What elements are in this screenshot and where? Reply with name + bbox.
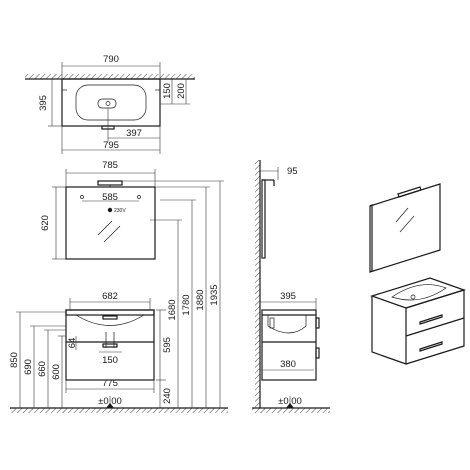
dim-600: 600 xyxy=(51,364,62,380)
dim-690: 690 xyxy=(23,359,34,375)
side-wall-hatch xyxy=(255,160,260,408)
iso-handle-bottom xyxy=(419,341,443,352)
floor-level-front: ±0.00 xyxy=(98,396,122,407)
side-view: 95 395 380 ±0.00 xyxy=(252,160,330,413)
dim-620: 620 xyxy=(40,215,51,231)
floor-hatch-front xyxy=(10,408,228,413)
cabinet xyxy=(65,309,155,381)
top-wall-hatch xyxy=(25,74,195,79)
side-cabinet xyxy=(261,309,317,381)
dim-1680: 1680 xyxy=(167,299,178,320)
side-basin xyxy=(267,315,307,334)
top-basin-bowl xyxy=(75,84,147,121)
dim-200-top: 200 xyxy=(176,83,187,99)
top-basin-outline xyxy=(61,78,161,127)
cabinet-lower-handle xyxy=(102,343,118,348)
mirror-lamp xyxy=(97,180,123,186)
dim-380: 380 xyxy=(280,359,296,370)
power-point-icon xyxy=(107,207,113,213)
iso-mirror xyxy=(369,183,441,273)
dim-64: 64 xyxy=(67,338,78,349)
dim-395-top: 395 xyxy=(38,95,49,111)
dim-850: 850 xyxy=(9,352,20,368)
dim-785: 785 xyxy=(102,160,118,171)
dim-1880: 1880 xyxy=(195,289,206,310)
dim-1935: 1935 xyxy=(209,284,220,305)
iso-top xyxy=(370,277,466,309)
iso-cabinet xyxy=(370,277,466,365)
top-drain-hole xyxy=(105,101,111,106)
dim-682: 682 xyxy=(102,291,118,302)
mirror-power-label: 230V xyxy=(114,208,126,214)
top-view: 790 395 150 200 397 795 xyxy=(25,54,195,154)
cabinet-top xyxy=(65,309,155,316)
basin-bowl-front xyxy=(75,314,145,326)
mirror xyxy=(65,186,156,260)
dim-585: 585 xyxy=(102,192,118,203)
side-mirror xyxy=(261,179,266,259)
dim-240: 240 xyxy=(162,388,173,404)
top-drain xyxy=(97,98,117,109)
dim-150-top: 150 xyxy=(162,83,173,99)
front-view: 230V 785 585 620 682 64 150 xyxy=(9,160,228,413)
iso-basin xyxy=(391,284,447,301)
dim-1780: 1780 xyxy=(181,294,192,315)
dim-95: 95 xyxy=(287,166,298,177)
dim-795: 795 xyxy=(103,140,119,151)
dim-397: 397 xyxy=(126,128,142,139)
floor-level-side: ±0.00 xyxy=(278,396,302,407)
iso-mirror-lamp xyxy=(397,186,422,198)
cabinet-top-handle xyxy=(102,315,118,320)
dim-660: 660 xyxy=(37,361,48,377)
dim-150-cab: 150 xyxy=(102,355,118,366)
dim-595: 595 xyxy=(162,337,173,353)
dim-395-side: 395 xyxy=(280,291,296,302)
floor-hatch-side xyxy=(252,408,330,413)
dim-790: 790 xyxy=(103,54,119,65)
iso-mirror-frame xyxy=(369,183,441,273)
dim-775: 775 xyxy=(102,378,118,389)
iso-handle-top xyxy=(419,314,443,325)
